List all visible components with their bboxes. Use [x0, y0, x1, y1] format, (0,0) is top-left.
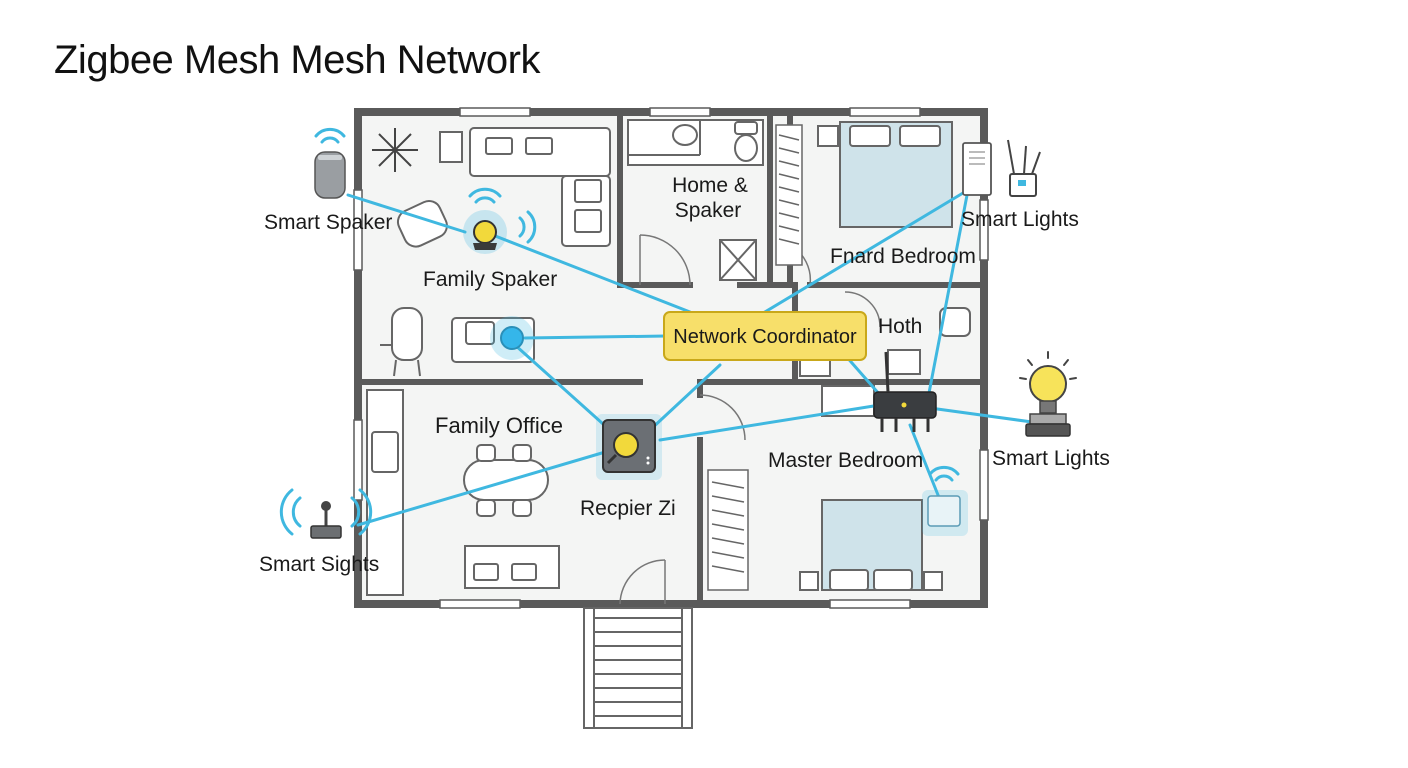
wifi-waves-icon [314, 127, 346, 144]
windows [353, 107, 989, 609]
room-hoth: Hoth [878, 315, 922, 338]
bulb-icon[interactable] [1019, 351, 1077, 437]
diagram-title: Zigbee Mesh Mesh Network [54, 38, 540, 82]
wifi-waves-icon [279, 488, 373, 536]
label-smart-spaker: Smart Spaker [264, 211, 392, 234]
room-family-office: Family Office [435, 413, 563, 438]
coordinator-label: Network Coordinator [673, 326, 857, 348]
lamp-icon[interactable] [310, 501, 342, 539]
label-smart-sights: Smart Sights [259, 553, 379, 576]
stairs-icon [583, 607, 693, 729]
antenna-hub-icon [1007, 139, 1041, 197]
light-switch-icon[interactable] [962, 142, 992, 196]
hub-icon[interactable] [596, 414, 662, 480]
door-swings [619, 234, 881, 605]
ceiling-fan-icon [372, 128, 418, 172]
room-fnard-bedroom: Fnard Bedroom [830, 245, 976, 268]
label-recpier: Recpier Zi [580, 497, 676, 520]
label-family-spaker: Family Spaker [423, 268, 557, 291]
router-icon[interactable] [873, 351, 937, 432]
room-master-bedroom: Master Bedroom [768, 449, 923, 472]
living-node[interactable] [490, 316, 534, 360]
family-speaker-node[interactable] [463, 210, 507, 254]
label-smart-lights-top: Smart Lights [961, 208, 1079, 231]
wifi-waves-icon [928, 465, 960, 482]
room-home-line1: Home & [672, 174, 748, 197]
wall-sensor-icon[interactable] [922, 490, 968, 536]
bathroom-fixtures [627, 119, 764, 281]
speaker-icon[interactable] [314, 151, 346, 199]
living-furniture [396, 127, 611, 363]
label-smart-lights-right: Smart Lights [992, 447, 1110, 470]
beds [799, 121, 953, 591]
network-coordinator[interactable]: Network Coordinator [663, 311, 867, 361]
closet-hatch [707, 124, 803, 591]
mesh-links [346, 188, 1034, 527]
room-home-line2: Spaker [675, 199, 742, 222]
wifi-waves-icon [468, 187, 537, 244]
water-heater-icon [380, 307, 423, 377]
